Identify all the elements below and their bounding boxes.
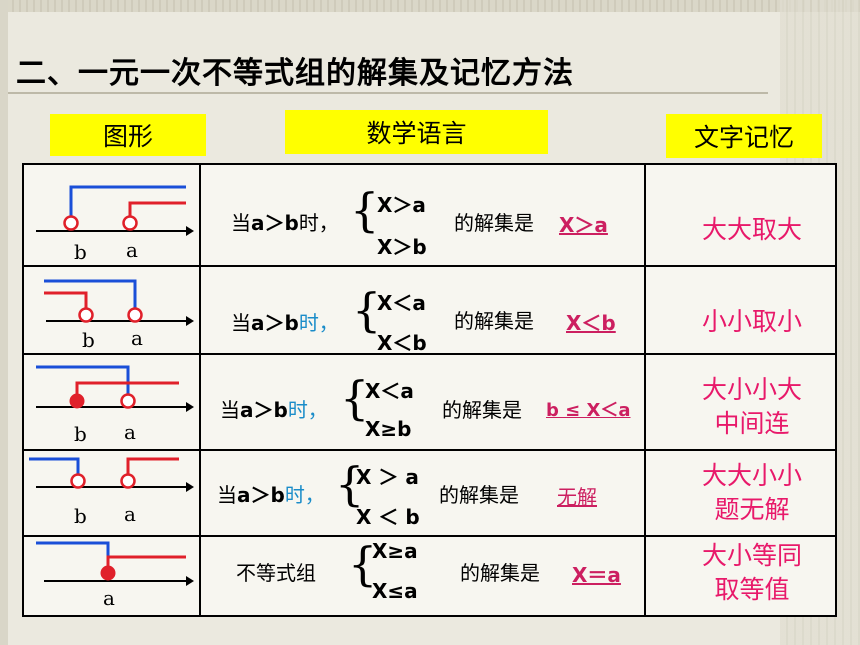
inequality-1: X ＞ a: [356, 465, 419, 489]
number-line-figure: b a: [36, 185, 194, 264]
slide-left-border: [0, 0, 8, 645]
system-brace: {: [340, 371, 370, 425]
solution-set-label: 的解集是: [442, 398, 522, 422]
axis-label-b: b: [74, 240, 87, 264]
table-row: b a 当a＞b时， { X ＞ a X ＜ b 的解集是 无解 大大小小题无解: [24, 449, 835, 535]
inequality-1: X＞a: [377, 193, 426, 217]
slide-top-border: [0, 0, 860, 12]
open-endpoint: [122, 215, 138, 231]
condition-text: 当a＞b时，: [217, 483, 325, 507]
open-endpoint: [70, 473, 86, 489]
solution-set-label: 的解集是: [439, 483, 519, 507]
solution-set-label: 的解集是: [460, 561, 540, 585]
blue-ray: [36, 365, 130, 401]
inequality-1: X≥a: [372, 539, 418, 563]
system-brace: {: [348, 537, 378, 591]
blue-ray: [29, 457, 80, 481]
condition-text: 当a＞b时，: [231, 211, 339, 235]
solution-set-value: b ≤ X＜a: [546, 400, 631, 421]
open-endpoint: [63, 215, 79, 231]
memory-rhyme: 小小取小: [701, 307, 802, 336]
number-line-figure: a: [36, 541, 194, 610]
axis-label-a: a: [126, 238, 138, 262]
memory-rhyme: 大小等同取等值: [701, 541, 802, 604]
axis-label-b: b: [74, 422, 87, 446]
column-divider: [644, 165, 646, 615]
column-divider: [199, 165, 201, 615]
solution-set-label: 的解集是: [454, 211, 534, 235]
header-text-memory: 文字记忆: [666, 114, 822, 158]
condition-text: 当a＞b时，: [220, 398, 328, 422]
memory-rhyme: 大大取大: [701, 215, 802, 244]
title-underline: [8, 92, 768, 94]
axis-label-b: b: [74, 504, 87, 528]
blue-ray: [44, 279, 137, 315]
inequality-2: X＞b: [377, 235, 427, 259]
solution-set-value: 无解: [557, 485, 597, 509]
system-brace: {: [335, 457, 365, 511]
number-line-figure: b a: [29, 457, 194, 528]
slide-title: 二、一元一次不等式组的解集及记忆方法: [16, 56, 574, 91]
table-row: b a 当a＞b时， { X＞a X＞b 的解集是 X＞a 大大取大: [24, 165, 835, 265]
closed-endpoint: [69, 393, 85, 409]
number-line-figure: b a: [44, 279, 194, 352]
solution-set-value: X＝a: [572, 563, 621, 587]
row-divider: [24, 449, 835, 451]
open-endpoint: [120, 393, 136, 409]
row-divider: [24, 353, 835, 355]
system-brace: {: [350, 183, 380, 237]
row-divider: [24, 265, 835, 267]
solution-set-value: X＞a: [559, 213, 608, 237]
solution-set-value: X＜b: [566, 311, 616, 335]
inequality-2: X＜b: [377, 331, 427, 355]
axis-label-a: a: [124, 420, 136, 444]
open-endpoint: [78, 307, 94, 323]
red-ray: [128, 201, 186, 223]
table-row: b a 当a＞b时， { X＜a X≥b 的解集是 b ≤ X＜a 大小小大中间…: [24, 353, 835, 449]
red-ray: [126, 457, 179, 481]
rules-table: b a 当a＞b时， { X＞a X＞b 的解集是 X＞a 大大取大 b a 当…: [22, 163, 837, 617]
axis-label-b: b: [82, 328, 95, 352]
table-row: b a 当a＞b时， { X＜a X＜b 的解集是 X＜b 小小取小: [24, 265, 835, 355]
table-row: a 不等式组 { X≥a X≤a 的解集是 X＝a 大小等同取等值: [24, 535, 835, 617]
blue-ray: [69, 185, 186, 223]
header-figure: 图形: [50, 114, 206, 156]
inequality-1: X＜a: [365, 379, 414, 403]
solution-set-label: 的解集是: [454, 309, 534, 333]
memory-rhyme: 大小小大中间连: [701, 375, 802, 438]
blue-ray: [36, 541, 110, 573]
closed-endpoint: [100, 565, 116, 581]
header-math-language: 数学语言: [285, 110, 548, 154]
inequality-2: X≤a: [372, 579, 418, 603]
inequality-2: X≥b: [365, 417, 412, 441]
condition-text: 当a＞b时，: [231, 311, 339, 335]
condition-text: 不等式组: [236, 561, 316, 585]
axis-label-a: a: [103, 586, 115, 610]
system-brace: {: [352, 283, 382, 337]
inequality-1: X＜a: [377, 291, 426, 315]
red-ray: [106, 555, 186, 573]
axis-label-a: a: [131, 326, 143, 350]
axis-label-a: a: [124, 502, 136, 526]
memory-rhyme: 大大小小题无解: [701, 461, 802, 524]
open-endpoint: [120, 473, 136, 489]
number-line-figure: b a: [36, 365, 194, 446]
open-endpoint: [127, 307, 143, 323]
inequality-2: X ＜ b: [356, 505, 420, 529]
row-divider: [24, 535, 835, 537]
